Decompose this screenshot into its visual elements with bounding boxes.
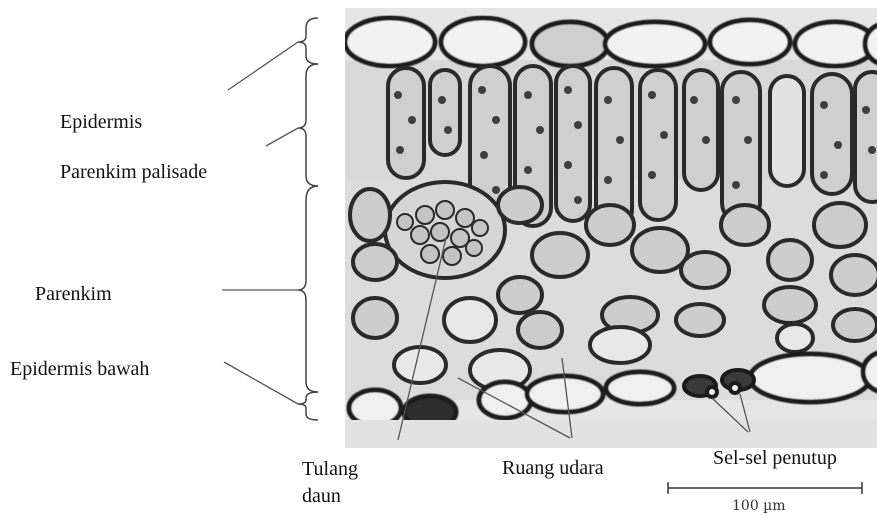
label-epidermis-bawah: Epidermis bawah [10, 358, 149, 380]
vascular-bundle [385, 182, 505, 278]
brace-parenkim [298, 186, 318, 392]
region-braces [298, 18, 318, 420]
label-ruang-udara: Ruang udara [502, 457, 604, 479]
label-epidermis: Epidermis [60, 111, 142, 133]
brace-palisade [298, 64, 318, 186]
leader-epidermis-bawah [224, 362, 298, 404]
micrograph-image [345, 8, 877, 450]
label-parenkim-palisade: Parenkim palisade [60, 161, 207, 183]
leader-epidermis [228, 42, 298, 90]
label-parenkim: Parenkim [35, 283, 112, 305]
label-sel-sel-penutup: Sel-sel penutup [713, 447, 837, 469]
label-daun: daun [302, 485, 341, 507]
label-tulang: Tulang [302, 458, 358, 480]
scale-bar-label: 100 µm [732, 498, 786, 514]
brace-epidermis [298, 18, 318, 64]
leader-palisade [266, 128, 298, 146]
brace-epidermis-bawah [298, 392, 318, 420]
scale-bar [668, 482, 862, 494]
